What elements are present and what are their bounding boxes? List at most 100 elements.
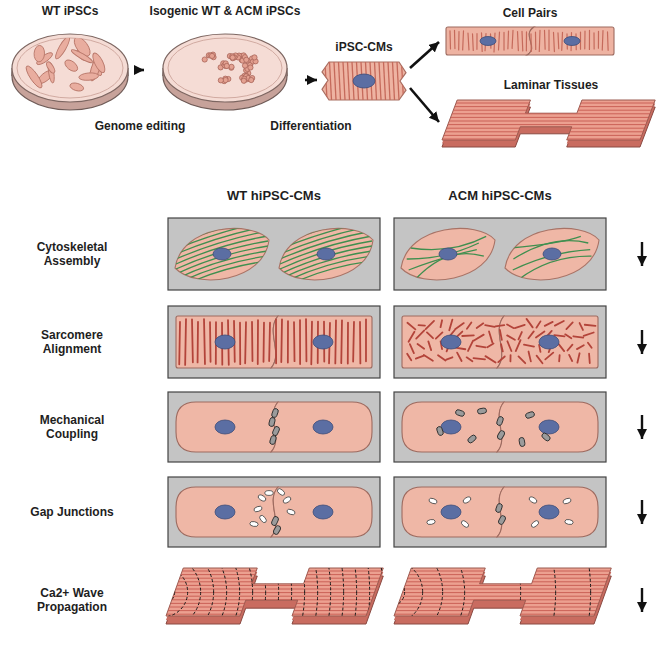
cell-stripe — [171, 603, 371, 604]
actin-filament — [280, 231, 372, 259]
process-arrow — [410, 42, 439, 68]
culture-dish-node: WT iPSCs — [6, 4, 134, 114]
sarcomere-line — [516, 340, 521, 351]
desmosome — [269, 435, 277, 445]
dish-top — [163, 34, 287, 102]
calcium-wavefront — [8, 437, 318, 664]
cell-stripe — [410, 571, 610, 572]
cell-colony — [79, 72, 99, 81]
cell-colony — [230, 55, 235, 60]
sarcomere-line — [503, 32, 504, 50]
calcium-wavefront — [226, 427, 556, 664]
column-heading: WT hiPSC-CMs — [174, 189, 374, 203]
cell-stripe — [169, 607, 369, 608]
sarcomere-line — [544, 30, 546, 49]
cell-pair — [402, 316, 598, 368]
desmosome — [477, 408, 487, 415]
nucleus — [441, 335, 461, 349]
sarcomere-line — [467, 323, 471, 329]
nucleus — [539, 335, 559, 349]
cell-colony — [45, 61, 56, 75]
cell-colony — [69, 82, 84, 93]
desmosome — [436, 426, 444, 436]
sarcomere-line — [457, 353, 461, 361]
desmosome — [455, 409, 465, 417]
calcium-wavefront — [34, 463, 292, 664]
sarcomere-line — [577, 345, 584, 349]
actin-filament — [280, 246, 372, 274]
cell-body — [402, 402, 504, 452]
sarcomere-line — [184, 319, 187, 365]
cell-stripe — [182, 571, 382, 572]
calcium-wavefront — [0, 385, 370, 664]
row-label: Mechanical Coupling — [16, 413, 128, 441]
nucleus — [215, 420, 235, 434]
cell-stripe — [177, 585, 377, 586]
desmosome — [525, 411, 535, 419]
tissue-top — [166, 568, 383, 616]
sarcomere-line — [476, 34, 477, 50]
substrate-panel — [168, 392, 380, 462]
nucleus — [313, 335, 333, 349]
cell-stripe — [404, 589, 604, 590]
gap-junction — [249, 521, 258, 527]
cell-stripe — [406, 581, 606, 582]
sarcomere-line — [330, 62, 332, 100]
cell-stripe — [402, 592, 602, 593]
sarcomere-line — [209, 322, 211, 362]
cardiomyocyte — [322, 62, 406, 100]
cell-body — [271, 487, 372, 537]
cell-colony — [53, 35, 71, 60]
actin-filament — [176, 241, 268, 269]
nucleus — [317, 248, 335, 260]
sarcomere-line — [545, 353, 553, 360]
dish-top — [12, 34, 128, 102]
cell-body — [271, 402, 372, 452]
sarcomere-line — [553, 32, 555, 51]
sarcomere-line — [419, 324, 425, 326]
cell-stripe — [449, 121, 647, 122]
calcium-wavefront — [112, 541, 214, 643]
dish-rim — [17, 38, 123, 98]
substrate-panel — [168, 477, 380, 547]
sarcomere-line — [365, 319, 367, 361]
actin-filament — [280, 216, 372, 244]
cell-stripe — [453, 110, 651, 111]
cell-stripe — [452, 113, 650, 114]
sarcomere-line — [310, 322, 313, 365]
desmosome — [467, 434, 477, 444]
sarcomere-line — [485, 325, 494, 327]
sarcomere-line — [239, 323, 241, 364]
sarcomere-line — [436, 332, 443, 338]
sarcomere-line — [567, 345, 572, 351]
sarcomere-line — [340, 320, 343, 363]
cell-stripe — [180, 578, 380, 579]
cell-body — [505, 228, 599, 279]
tissue-top — [442, 100, 655, 140]
sarcomere-line — [554, 335, 564, 336]
sarcomere-line — [580, 323, 583, 330]
cell-body — [176, 487, 278, 537]
process-arrow — [410, 88, 439, 122]
sarcomere-line — [602, 31, 604, 51]
nucleus — [313, 420, 333, 434]
sarcomere-line — [607, 32, 609, 50]
cell-pair — [176, 487, 372, 537]
sarcomere-line — [515, 325, 525, 328]
sarcomere-line — [598, 31, 599, 48]
sarcomere-line — [474, 335, 484, 341]
calcium-wavefront — [151, 580, 175, 604]
process-arrow — [134, 69, 144, 72]
laminar-tissue — [191, 392, 612, 664]
cell-body — [402, 316, 504, 368]
gap-junction — [253, 505, 263, 512]
sarcomere-line — [467, 33, 469, 50]
nucleus — [543, 248, 561, 260]
substrate-panel — [168, 218, 380, 290]
cell-stripe — [400, 599, 600, 600]
sarcomere-line — [455, 323, 464, 329]
gap-junction — [528, 496, 538, 504]
sarcomere-line — [537, 356, 543, 364]
substrate-panel — [394, 218, 606, 290]
substrate-panel — [394, 392, 606, 462]
